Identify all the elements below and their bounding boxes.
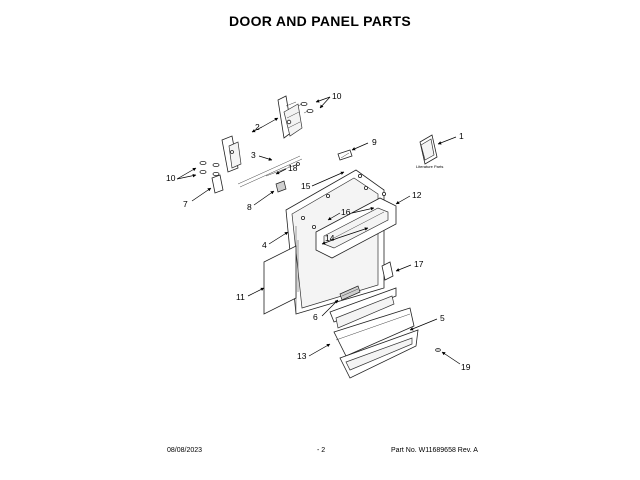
panel-bracket (381, 261, 394, 281)
screw-19 (435, 348, 441, 352)
screws-lower (199, 160, 220, 176)
callout-11: 11 (236, 292, 245, 302)
footer-part-number: Part No. W11689658 Rev. A (391, 447, 478, 454)
hinge-cable-bracket (221, 135, 303, 188)
callout-3: 3 (251, 150, 256, 160)
callout-2: 2 (255, 122, 260, 132)
callout-9: 9 (372, 137, 377, 147)
callout-13: 13 (297, 351, 307, 361)
callout-4: 4 (262, 240, 267, 250)
door-stud (265, 162, 300, 177)
callout-12: 12 (412, 190, 422, 200)
hinge-bracket-lower (211, 174, 224, 194)
callout-numbers: 1 2 3 4 5 6 7 8 9 10 10 11 12 13 14 15 1… (166, 91, 471, 372)
control-panel-trim (329, 287, 397, 329)
callout-15: 15 (301, 181, 311, 191)
callout-17: 17 (414, 259, 424, 269)
screws-upper (297, 102, 314, 114)
footer-date: 08/08/2023 (167, 447, 203, 454)
door-outer-panel (263, 240, 299, 315)
literature-parts-label: Literature Parts (416, 164, 443, 169)
footer-page-number: - 2 (317, 447, 326, 454)
callout-10-upper: 10 (332, 91, 342, 101)
hinge-assembly-upper (277, 95, 303, 139)
literature-parts-booklet: Literature Parts (416, 134, 443, 169)
page-title: DOOR AND PANEL PARTS (228, 13, 412, 29)
control-panel (333, 307, 419, 379)
callout-14: 14 (325, 233, 335, 243)
callout-8: 8 (247, 202, 252, 212)
callout-5: 5 (440, 313, 445, 323)
door-latch (275, 180, 287, 193)
vent-clip (337, 149, 353, 161)
callout-18: 18 (288, 163, 298, 173)
leader-lines (176, 96, 461, 365)
callout-10-lower: 10 (166, 173, 176, 183)
callout-19: 19 (461, 362, 471, 372)
callout-6: 6 (313, 312, 318, 322)
control-vent (339, 285, 361, 301)
callout-16: 16 (341, 207, 351, 217)
callout-1: 1 (459, 131, 464, 141)
callout-7: 7 (183, 199, 188, 209)
